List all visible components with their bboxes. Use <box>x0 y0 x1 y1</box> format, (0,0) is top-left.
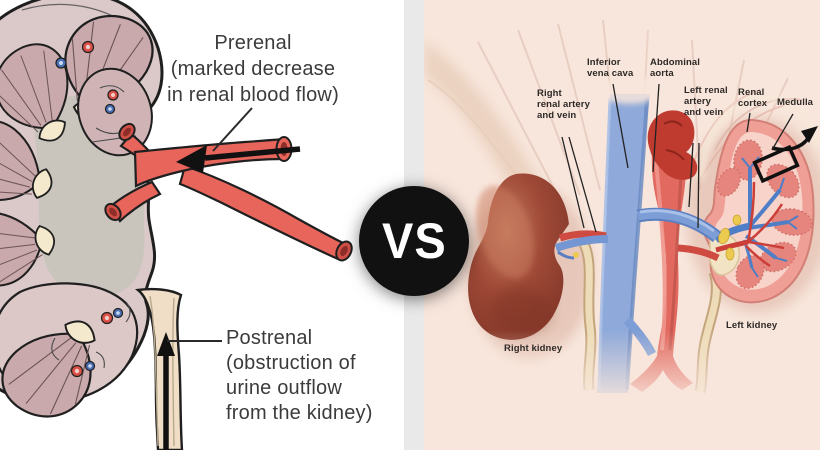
label-abdominal-aorta: Abdominal aorta <box>650 57 700 79</box>
label-left-kidney: Left kidney <box>726 320 778 331</box>
label-line: vena cava <box>587 68 634 79</box>
vessel-dots <box>55 40 124 378</box>
vs-badge: VS <box>359 186 469 296</box>
label-leader-lines <box>561 83 794 233</box>
blood-flow-arrow <box>176 145 301 173</box>
prerenal-caption: Prerenal (marked decrease in renal blood… <box>146 30 360 108</box>
kidney-anatomy-illustration <box>424 0 820 450</box>
vs-label: VS <box>381 213 447 269</box>
ureter <box>134 287 184 450</box>
prerenal-caption-line: in renal blood flow) <box>167 84 339 106</box>
lower-lobe <box>0 282 139 434</box>
label-left-renal-artery-vein: Left renal artery and vein <box>684 85 728 118</box>
label-line: renal artery <box>537 99 590 110</box>
right-kidney <box>468 173 569 340</box>
postrenal-caption-line: (obstruction of <box>226 352 356 374</box>
label-line: cortex <box>738 98 768 109</box>
prerenal-caption-line: Prerenal <box>214 32 292 54</box>
bottom-fade <box>424 330 820 450</box>
prerenal-leader-line <box>212 107 253 152</box>
label-line: and vein <box>684 107 724 118</box>
left-renal-artery-vein <box>636 207 722 262</box>
label-right-kidney: Right kidney <box>504 343 563 354</box>
medulla-marker <box>752 126 818 184</box>
right-renal-artery-vein <box>554 230 609 260</box>
label-line: Inferior <box>587 57 621 68</box>
label-line: aorta <box>650 68 674 79</box>
label-line: artery <box>684 96 712 107</box>
label-inferior-vena-cava: Inferior vena cava <box>587 57 633 79</box>
postrenal-caption-line: urine outflow <box>226 377 342 399</box>
prerenal-postrenal-illustration <box>0 0 404 450</box>
label-right-renal-artery-vein: Right renal artery and vein <box>537 88 590 121</box>
muscle-band <box>424 40 542 206</box>
prerenal-caption-line: (marked decrease <box>170 58 336 80</box>
label-medulla: Medulla <box>777 97 813 108</box>
label-line: Medulla <box>777 97 814 108</box>
label-line: Left renal <box>684 85 728 96</box>
postrenal-caption-line: Postrenal <box>226 327 313 349</box>
hilar-fat <box>718 214 742 261</box>
postrenal-caption: Postrenal (obstruction of urine outflow … <box>226 326 406 426</box>
renal-arteries <box>715 181 785 268</box>
label-line: Renal <box>738 87 765 98</box>
label-renal-cortex: Renal cortex <box>738 87 767 109</box>
label-line: Right <box>537 88 562 99</box>
urine-flow-arrow <box>157 332 175 450</box>
postrenal-caption-line: from the kidney) <box>226 402 373 424</box>
label-line: and vein <box>537 110 577 121</box>
label-line: Abdominal <box>650 57 700 68</box>
